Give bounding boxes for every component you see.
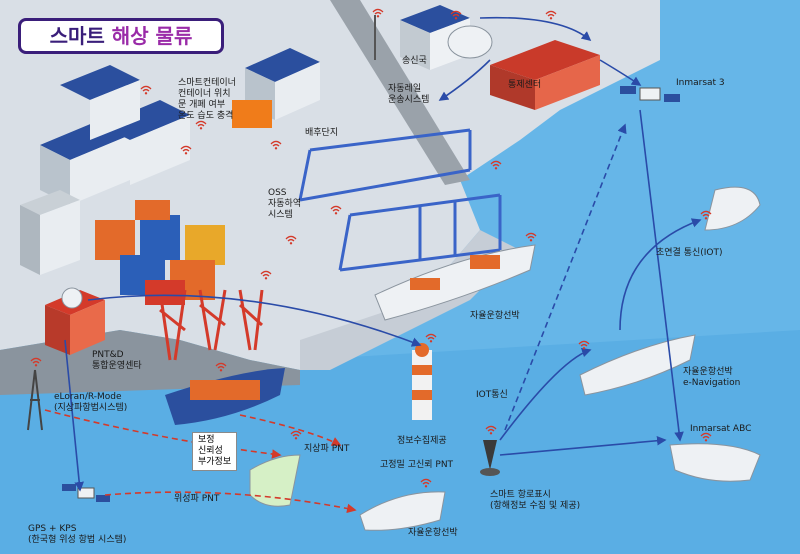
ship-icon	[165, 368, 285, 425]
ship-icon	[359, 491, 446, 531]
buoy-icon	[480, 440, 500, 476]
antenna-tower-icon	[27, 369, 43, 431]
label-transmitting-station: 송신국	[402, 56, 427, 66]
pnt-links	[44, 409, 357, 514]
label-smart-aids-to-navigation: 스마트 항로표시(항해정보 수집 및 제공)	[490, 490, 581, 511]
label-iot-comm: IOT통신	[476, 390, 508, 400]
radar-dome-icon	[447, 25, 493, 59]
label-terrestrial-pnt: 지상파 PNT	[304, 444, 350, 454]
ship-icon	[374, 244, 536, 321]
label-autonomous-ship-3: 자율운항선박	[408, 528, 458, 538]
label-high-precision-pnt: 고정밀 고신뢰 PNT	[380, 460, 454, 470]
warehouse-icon	[20, 190, 80, 275]
satellite-link-dashed	[504, 123, 627, 431]
ship-icon	[249, 454, 301, 507]
crane-icon	[158, 289, 264, 361]
label-inmarsat-abc: Inmarsat ABC	[690, 424, 752, 434]
communication-links	[64, 16, 702, 492]
rail-track	[330, 0, 470, 185]
page-title: 스마트 해상 물류	[18, 18, 224, 54]
title-part2: 해상 물류	[111, 24, 193, 48]
title-part1: 스마트	[49, 24, 105, 48]
warehouse-icon	[60, 65, 140, 140]
warehouse-icon	[100, 100, 190, 185]
control-center	[490, 40, 600, 110]
gantry-crane-icon	[298, 128, 502, 272]
label-info-collection: 정보수집제공	[397, 436, 447, 446]
label-control-center: 통제센터	[508, 80, 542, 90]
satellite-icon	[62, 484, 110, 502]
ship-icon	[704, 186, 761, 231]
label-inmarsat-3: Inmarsat 3	[676, 78, 725, 88]
label-autonomous-ship-1: 자율운항선박	[470, 311, 520, 321]
lighthouse-icon	[412, 343, 432, 420]
label-satellite-pnt: 위성파 PNT	[174, 494, 220, 504]
pntd-center-building	[45, 287, 105, 355]
label-gps-kps: GPS + KPS(한국형 위성 항법 시스템)	[28, 524, 127, 545]
ship-icon	[669, 443, 761, 482]
container-stack-icon	[95, 200, 225, 305]
label-logistics-park: 배후단지	[305, 128, 339, 138]
ship-icon	[579, 334, 696, 396]
smart-container	[232, 100, 272, 128]
satellite-icon	[620, 86, 680, 102]
label-hyperconnect-iot: 초연결 통신(IOT)	[656, 248, 723, 258]
label-eloran: eLoran/R-Mode(지상파항법시스템)	[54, 392, 128, 413]
